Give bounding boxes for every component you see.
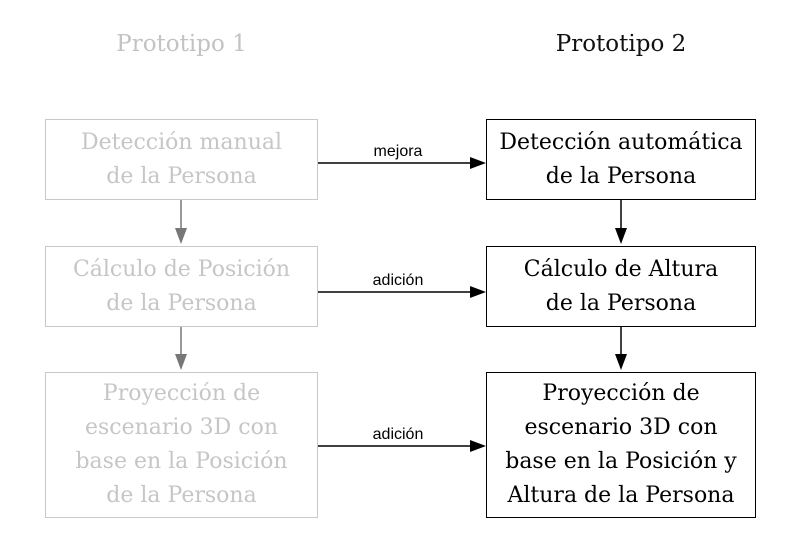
right-arrowhead-2-3: [615, 354, 627, 370]
p2-height-calc-box: Cálculo de Altura de la Persona: [486, 246, 756, 327]
p2-auto-detection-box: Detección automática de la Persona: [486, 119, 756, 200]
edge-label-mejora: mejora: [373, 143, 423, 160]
edge-label-adicion-1: adición: [372, 272, 424, 289]
p1-manual-detection-box: Detección manual de la Persona: [45, 119, 318, 200]
p1-position-calc-box: Cálculo de Posición de la Persona: [45, 246, 318, 327]
p1-projection-box: Proyección de escenario 3D con base en l…: [45, 372, 318, 518]
prototype-2-title: Prototipo 2: [555, 31, 687, 57]
left-arrowhead-2-3: [175, 354, 187, 370]
p1-position-calc-text: Cálculo de Posición de la Persona: [72, 256, 291, 316]
prototype-1-title: Prototipo 1: [116, 31, 247, 57]
edge-label-adicion-2: adición: [372, 426, 424, 443]
p1-manual-detection-text: Detección manual de la Persona: [80, 129, 283, 189]
h-arrowhead-3: [470, 440, 486, 452]
h-arrowhead-2: [470, 286, 486, 298]
p1-projection-text: Proyección de escenario 3D con base en l…: [75, 381, 288, 508]
right-arrowhead-1-2: [615, 228, 627, 244]
p2-projection-text: Proyección de escenario 3D con base en l…: [505, 381, 737, 508]
p2-projection-box: Proyección de escenario 3D con base en l…: [486, 372, 756, 518]
p2-auto-detection-text: Detección automática de la Persona: [499, 129, 743, 189]
p2-height-calc-text: Cálculo de Altura de la Persona: [523, 256, 719, 316]
left-arrowhead-1-2: [175, 228, 187, 244]
h-arrowhead-1: [470, 157, 486, 169]
